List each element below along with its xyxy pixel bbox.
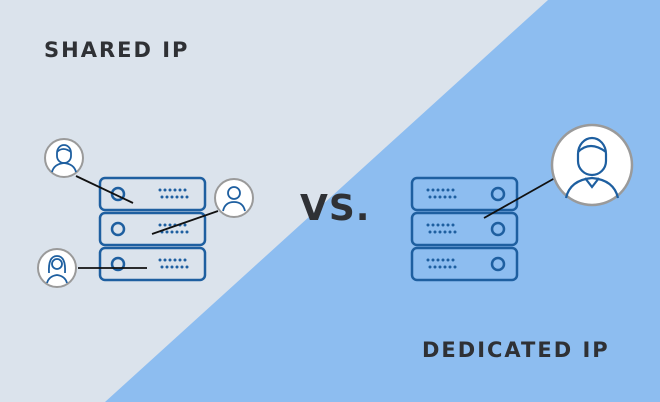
user-male-icon (44, 138, 84, 178)
shared-ip-label: SHARED IP (44, 38, 190, 62)
dedicated-server-unit-3 (410, 246, 519, 282)
server-led-3 (110, 256, 126, 272)
server-unit-2 (98, 211, 207, 247)
dedicated-server-unit-2 (410, 211, 519, 247)
dedicated-server-led-3 (490, 256, 506, 272)
right-background (105, 0, 660, 402)
dedicated-connector-line (483, 177, 556, 219)
shared-connector-lines (75, 175, 219, 269)
vs-label: VS. (300, 188, 371, 229)
shared-server-rack-icon (98, 176, 207, 282)
server-unit-1 (98, 176, 207, 212)
dedicated-server-led-2 (490, 221, 506, 237)
dedicated-user-male-icon (550, 123, 634, 207)
server-unit-3 (98, 246, 207, 282)
user-icon (214, 178, 254, 218)
dedicated-server-unit-1 (410, 176, 519, 212)
dedicated-server-led-1 (490, 186, 506, 202)
dedicated-ip-label: DEDICATED IP (422, 338, 610, 362)
server-led-2 (110, 221, 126, 237)
user-female-icon (37, 248, 77, 288)
dedicated-server-vents (426, 188, 457, 269)
connector-line-1 (75, 175, 134, 204)
connector-line-2 (151, 210, 219, 235)
dedicated-server-rack-icon (410, 176, 519, 282)
